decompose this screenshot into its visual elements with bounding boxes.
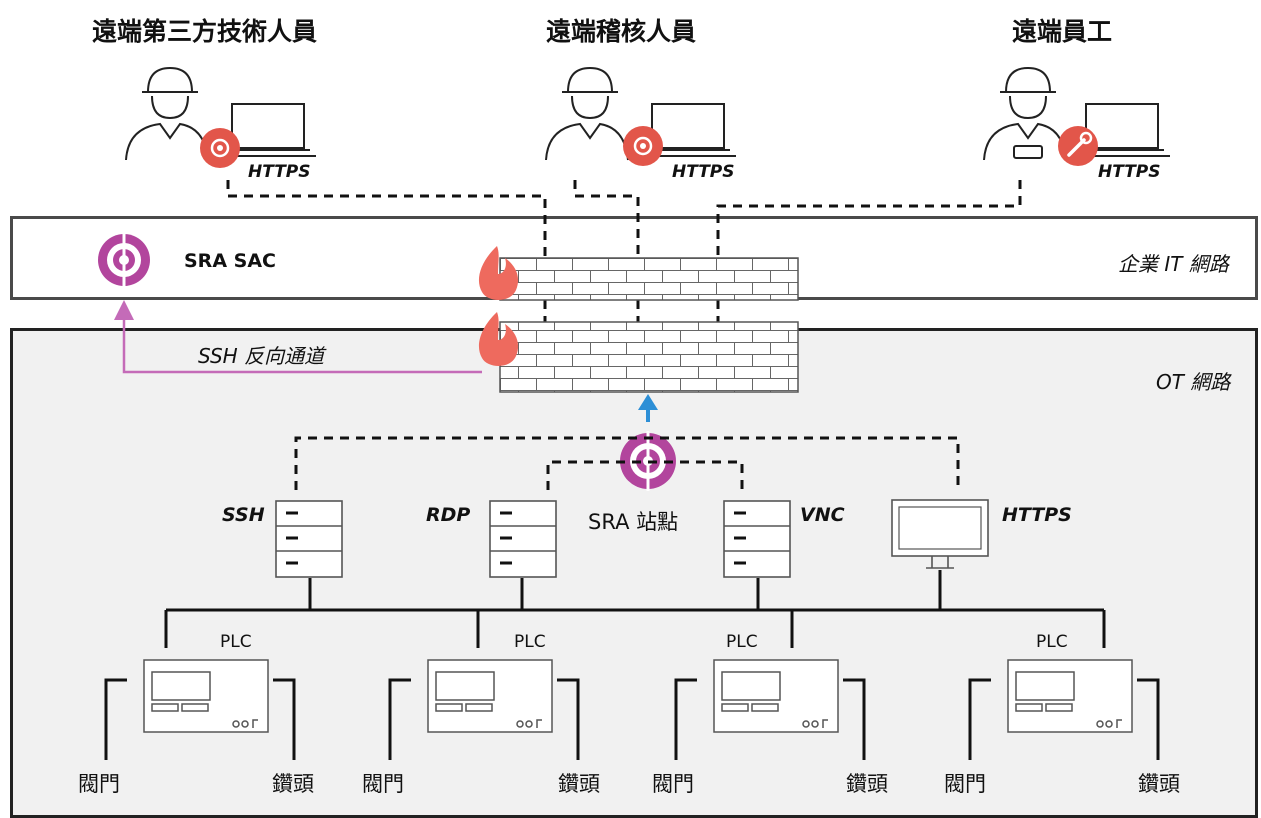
plc-label: PLC bbox=[220, 632, 252, 652]
server-protocol-label: SSH bbox=[222, 504, 265, 526]
user-protocol-label: HTTPS bbox=[1098, 162, 1161, 182]
flame-icon bbox=[478, 312, 519, 366]
server-protocol-label: VNC bbox=[800, 504, 845, 526]
it-network-label: 企業 IT 網路 bbox=[1118, 252, 1229, 276]
sra-sac-label: SRA SAC bbox=[184, 250, 276, 272]
firewall-it-wall bbox=[499, 257, 799, 301]
flame-icon bbox=[478, 246, 519, 300]
firewall-ot-wall bbox=[499, 321, 799, 393]
drill-label: 鑽頭 bbox=[1138, 772, 1180, 796]
plc-label: PLC bbox=[1036, 632, 1068, 652]
wrench-icon bbox=[1058, 126, 1098, 166]
valve-label: 閥門 bbox=[652, 772, 694, 796]
drill-label: 鑽頭 bbox=[272, 772, 314, 796]
ssh-tunnel-label: SSH 反向通道 bbox=[198, 344, 325, 368]
plc-label: PLC bbox=[726, 632, 758, 652]
valve-label: 閥門 bbox=[78, 772, 120, 796]
sra-site-label: SRA 站點 bbox=[588, 510, 679, 534]
server-protocol-label: HTTPS bbox=[1002, 504, 1072, 526]
drill-label: 鑽頭 bbox=[846, 772, 888, 796]
gear-icon bbox=[200, 128, 240, 168]
site-to-server-lines bbox=[294, 436, 960, 490]
user-connection-lines bbox=[226, 180, 1022, 330]
drill-label: 鑽頭 bbox=[558, 772, 600, 796]
plc-label: PLC bbox=[514, 632, 546, 652]
monitor-icon bbox=[891, 499, 989, 569]
plc-unit-1 bbox=[104, 659, 296, 760]
device-bus-lines bbox=[164, 570, 1106, 648]
plc-unit-4 bbox=[968, 659, 1160, 760]
gear-icon bbox=[623, 126, 663, 166]
server-icon bbox=[489, 500, 557, 578]
ot-network-band bbox=[10, 328, 1258, 818]
user-protocol-label: HTTPS bbox=[672, 162, 735, 182]
server-icon bbox=[275, 500, 343, 578]
valve-label: 閥門 bbox=[944, 772, 986, 796]
ssh-tunnel-line bbox=[122, 318, 482, 374]
tunnel-arrow-head bbox=[114, 300, 134, 320]
user-title-third-party: 遠端第三方技術人員 bbox=[92, 17, 318, 46]
server-protocol-label: RDP bbox=[426, 504, 471, 526]
ot-network-label: OT 網路 bbox=[1156, 370, 1231, 394]
valve-label: 閥門 bbox=[362, 772, 404, 796]
user-title-employee: 遠端員工 bbox=[1012, 17, 1113, 46]
server-icon bbox=[723, 500, 791, 578]
site-arrow-head bbox=[638, 394, 658, 410]
user-protocol-label: HTTPS bbox=[248, 162, 311, 182]
plc-unit-2 bbox=[388, 659, 580, 760]
user-title-auditor: 遠端稽核人員 bbox=[546, 17, 697, 46]
plc-unit-3 bbox=[674, 659, 866, 760]
sra-sac-logo bbox=[98, 232, 150, 288]
